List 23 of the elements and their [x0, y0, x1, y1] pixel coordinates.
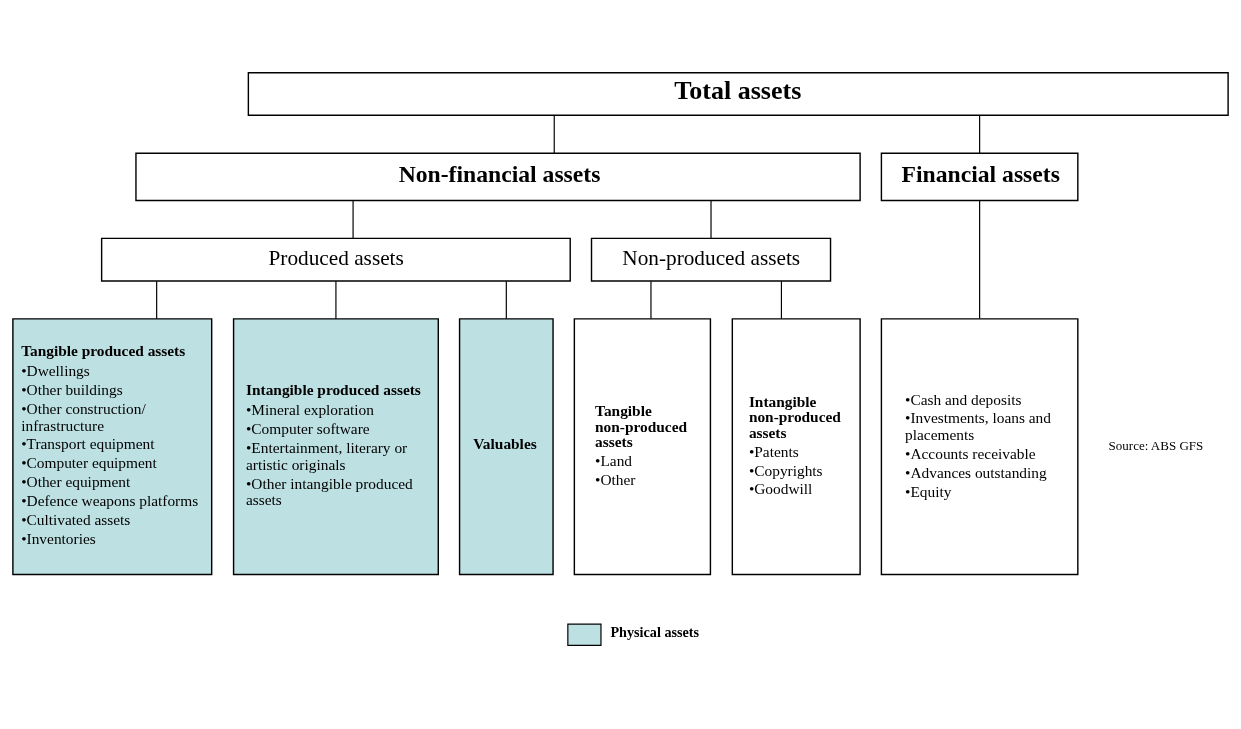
connector — [650, 280, 652, 319]
node-box: •Cash and deposits •Investments, loans and placements •Accounts receivable •Advances outstanding •Equity — [880, 317, 1079, 575]
node-box: Valuables — [458, 317, 554, 575]
label: Source: ABS GFS — [1108, 437, 1204, 453]
node-box: Tangible produced assets •Dwellings •Other buildings •Other construction/ infrastructure •Transport equipment •Computer equipment •Other equipment •Defence weapons platforms •Cultivated assets •Inventories — [12, 317, 213, 575]
connector — [335, 280, 337, 319]
node-box: Non-financial assets — [135, 152, 861, 201]
node-box: Financial assets — [880, 152, 1079, 201]
connector — [710, 199, 712, 239]
node-box: Non-produced assets — [590, 237, 832, 282]
connector — [979, 199, 981, 319]
node-box: Tangible non-produced assets •Land •Other — [573, 317, 712, 575]
node-box: Intangible non-produced assets •Patents •Copyrights •Goodwill — [731, 317, 861, 575]
connector — [780, 280, 782, 319]
legend-label: Physical assets — [610, 623, 700, 640]
connector — [156, 280, 158, 319]
node-box: Intangible produced assets •Mineral exploration •Computer software •Entertainment, literary or artistic originals •Other intangible produced assets — [232, 317, 439, 575]
connector — [979, 114, 981, 154]
node-box: Produced assets — [100, 237, 571, 282]
node-box: Total assets — [247, 71, 1229, 116]
connector — [352, 199, 354, 239]
connector — [505, 280, 507, 319]
connector — [553, 114, 555, 154]
